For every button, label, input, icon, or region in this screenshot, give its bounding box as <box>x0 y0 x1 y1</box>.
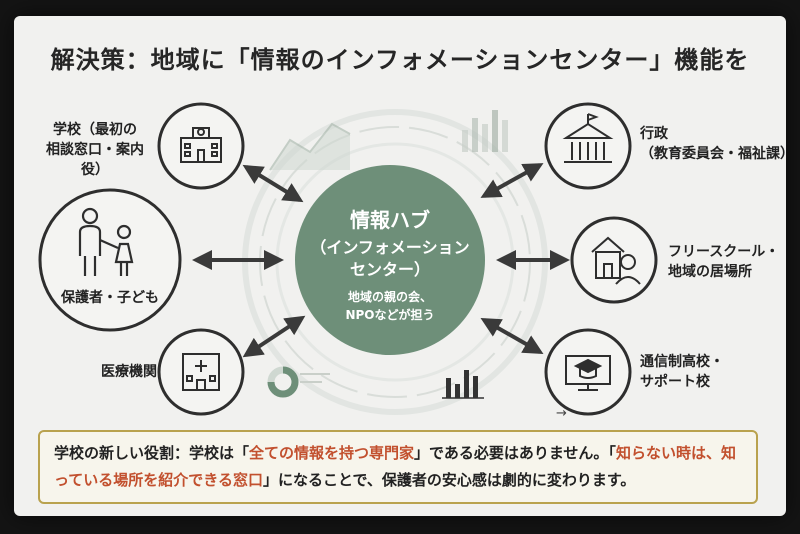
label-correspondence: 通信制高校・ サポート校 <box>640 352 770 392</box>
label-government: 行政 （教育委員会・福祉課） <box>640 124 794 164</box>
label-medical-line1: 医療機関 <box>101 364 157 380</box>
small-arrow-icon: → <box>556 406 567 421</box>
note-part3: 」になることで、保護者の安心感は劇的に変わります。 <box>262 471 636 489</box>
label-freeschool-line2: 地域の居場所 <box>668 264 752 280</box>
decor-bar-chart-bottom <box>442 370 484 399</box>
note-part2: 」である必要はありません。「 <box>414 444 616 462</box>
decor-area-chart <box>269 122 351 171</box>
hospital-icon <box>182 353 220 391</box>
hub-subtitle-line2: センター） <box>349 260 430 279</box>
connection-arrows <box>192 163 570 358</box>
hub-circle <box>295 165 485 355</box>
hub-desc-line2: NPOなどが担う <box>345 308 435 322</box>
label-correspondence-line1: 通信制高校・ <box>640 354 724 370</box>
label-medical: 医療機関 <box>94 362 164 382</box>
decor-donut-chart <box>267 366 330 398</box>
label-school: 学校（最初の 相談窓口・案内役） <box>36 120 154 180</box>
node-guardians-circle <box>38 188 182 332</box>
arrow-correspondence <box>480 318 544 354</box>
note-box: 学校の新しい役割：学校は「全ての情報を持つ専門家」である必要はありません。「知ら… <box>38 430 758 504</box>
hub-subtitle-line1: （インフォメーション <box>310 238 470 257</box>
label-guardians-line1: 保護者・子ども <box>61 290 159 306</box>
hub-title: 情報ハブ <box>350 208 430 232</box>
label-guardians: 保護者・子ども <box>50 288 170 308</box>
label-freeschool-line1: フリースクール・ <box>668 244 780 260</box>
house-person-icon <box>591 236 641 285</box>
arrow-school <box>242 164 304 203</box>
arrow-government <box>480 163 544 198</box>
graduation-computer-icon <box>565 355 611 391</box>
arrow-medical <box>242 315 306 358</box>
school-building-icon <box>180 127 222 163</box>
hub-desc-line1: 地域の親の会、 <box>347 290 432 304</box>
label-school-line2: 相談窓口・案内役） <box>46 142 144 178</box>
government-building-icon <box>562 113 614 163</box>
label-school-line1: 学校（最初の <box>53 122 137 138</box>
node-school-circle <box>157 102 245 190</box>
parent-child-icon <box>78 207 134 276</box>
label-freeschool: フリースクール・ 地域の居場所 <box>668 242 788 282</box>
note-part1: 学校の新しい役割：学校は「 <box>54 444 250 462</box>
node-freeschool-circle <box>570 216 658 304</box>
slide-title: 解決策：地域に「情報のインフォメーションセンター」機能を <box>50 46 750 74</box>
note-highlight2: 知らない時は、知っている場所を紹介できる窓口 <box>54 444 736 489</box>
label-government-line2: （教育委員会・福祉課） <box>640 146 794 162</box>
note-highlight1: 全ての情報を持つ専門家 <box>249 444 415 462</box>
label-correspondence-line2: サポート校 <box>640 374 710 390</box>
label-government-line1: 行政 <box>640 126 668 142</box>
decor-bar-chart-top <box>462 110 508 152</box>
